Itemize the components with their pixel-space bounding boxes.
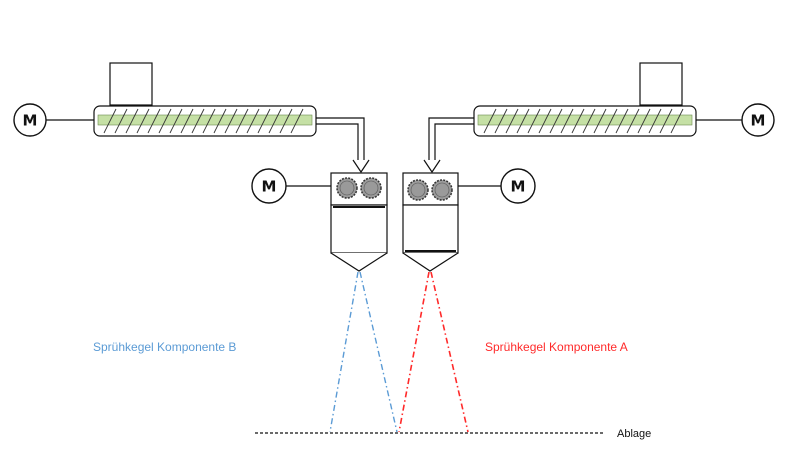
screw-flight [202,108,216,134]
screw-flight [659,108,673,134]
screw-flight [169,108,183,134]
right-screw-icon [477,114,693,126]
screw-flight [604,108,618,134]
right-feed-pipe [428,117,474,162]
screw-flight [103,108,117,134]
left-nozzle [330,252,388,272]
right-hopper [639,62,683,106]
left-spray-head: M [251,168,388,272]
screw-flight [505,108,519,134]
deposit-label: Ablage [617,428,651,440]
screw-flight [582,108,596,134]
motor-label: M [262,178,277,196]
screw-flight [257,108,271,134]
screw-flight [593,108,607,134]
spray-cone-a [398,271,469,433]
left-chamber [330,204,388,254]
right-head-motor-icon: M [500,168,536,204]
spray-cone-b [329,271,398,433]
screw-flight [147,108,161,134]
spray-cone-b-label: Sprühkegel Komponente B [93,340,236,354]
screw-flight [125,108,139,134]
right-gear-pair-icon [407,179,453,201]
left-feed-arrow-icon [352,159,370,174]
right-feed-arrow-icon [423,159,441,174]
screw-flight [158,108,172,134]
right-extruder: M [423,62,775,174]
spray-cone-a-label: Sprühkegel Komponente A [485,340,628,354]
screw-flight [648,108,662,134]
motor-label: M [23,112,38,130]
right-extruder-motor-icon: M [741,103,775,137]
screw-flight [136,108,150,134]
screw-flight [560,108,574,134]
screw-flight [626,108,640,134]
left-extruder-motor-icon: M [13,103,47,137]
screw-flight [516,108,530,134]
left-gear-pair-icon [336,177,382,199]
screw-flight [549,108,563,134]
screw-flight [527,108,541,134]
screw-flight [483,108,497,134]
right-nozzle [402,252,459,272]
screw-flight [268,108,282,134]
right-screw-flights [483,108,684,134]
screw-flight [180,108,194,134]
screw-flight [224,108,238,134]
motor-label: M [751,112,766,130]
screw-flight [494,108,508,134]
left-head-motor-icon: M [251,168,287,204]
screw-flight [615,108,629,134]
screw-flight [213,108,227,134]
screw-flight [279,108,293,134]
left-feed-pipe [316,117,365,162]
right-spray-head: M [402,168,536,272]
left-hopper [109,62,153,106]
screw-flight [290,108,304,134]
screw-flight [571,108,585,134]
screw-flight [246,108,260,134]
screw-flight [114,108,128,134]
left-screw-icon [97,114,313,126]
right-chamber [402,204,459,254]
screw-flight [538,108,552,134]
left-extruder: M [13,62,370,174]
screw-flight [637,108,651,134]
screw-flight [235,108,249,134]
screw-flight [670,108,684,134]
motor-label: M [511,178,526,196]
screw-flight [191,108,205,134]
left-screw-flights [103,108,304,134]
